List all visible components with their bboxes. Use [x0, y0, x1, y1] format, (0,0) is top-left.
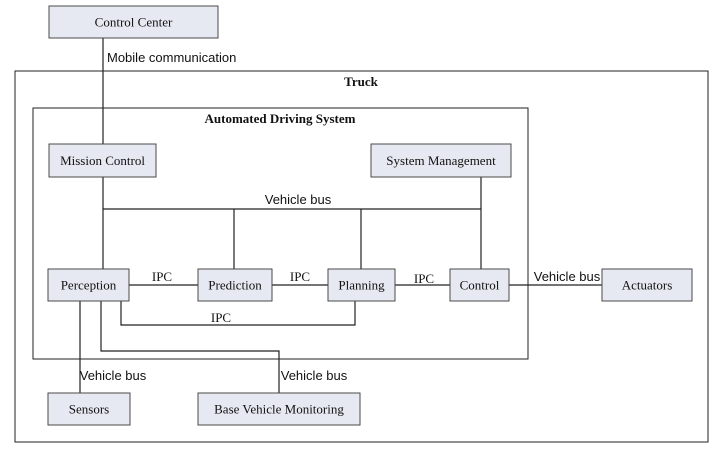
node-sensors-label: Sensors: [69, 402, 109, 417]
vehicle-bus-actuators-label: Vehicle bus: [534, 269, 601, 284]
vehicle-bus-sensors-label: Vehicle bus: [80, 368, 147, 383]
ads-frame: [32, 107, 529, 360]
node-planning: Planning: [327, 268, 396, 302]
mobile-communication-label: Mobile communication: [107, 50, 236, 65]
node-prediction-label: Prediction: [208, 278, 262, 293]
ipc-label-1: IPC: [152, 269, 172, 284]
vehicle-bus-top-label: Vehicle bus: [265, 192, 332, 207]
node-system-management: System Management: [370, 143, 512, 178]
vehicle-bus-monitoring-label: Vehicle bus: [281, 368, 348, 383]
truck-frame: [14, 70, 709, 443]
node-mission-control: Mission Control: [48, 143, 157, 178]
node-prediction: Prediction: [197, 268, 273, 302]
node-actuators-label: Actuators: [622, 278, 673, 293]
perception-monitoring-link: [100, 301, 280, 393]
node-base-vehicle-monitoring-label: Base Vehicle Monitoring: [214, 402, 344, 417]
node-base-vehicle-monitoring: Base Vehicle Monitoring: [197, 392, 361, 426]
ads-label: Automated Driving System: [205, 111, 356, 126]
node-perception: Perception: [47, 268, 130, 302]
node-system-management-label: System Management: [386, 153, 496, 168]
node-control-label: Control: [460, 278, 500, 293]
node-control-center-label: Control Center: [95, 15, 173, 30]
node-actuators: Actuators: [601, 268, 693, 302]
ipc-lower-loop: [120, 301, 356, 326]
ipc-label-lower: IPC: [211, 310, 231, 325]
node-perception-label: Perception: [61, 278, 117, 293]
node-control: Control: [449, 268, 510, 302]
ipc-label-2: IPC: [290, 269, 310, 284]
ipc-label-3: IPC: [414, 271, 434, 286]
node-control-center: Control Center: [48, 5, 219, 39]
node-mission-control-label: Mission Control: [60, 153, 145, 168]
truck-label: Truck: [344, 74, 378, 89]
node-sensors: Sensors: [47, 392, 131, 426]
node-planning-label: Planning: [338, 278, 385, 293]
